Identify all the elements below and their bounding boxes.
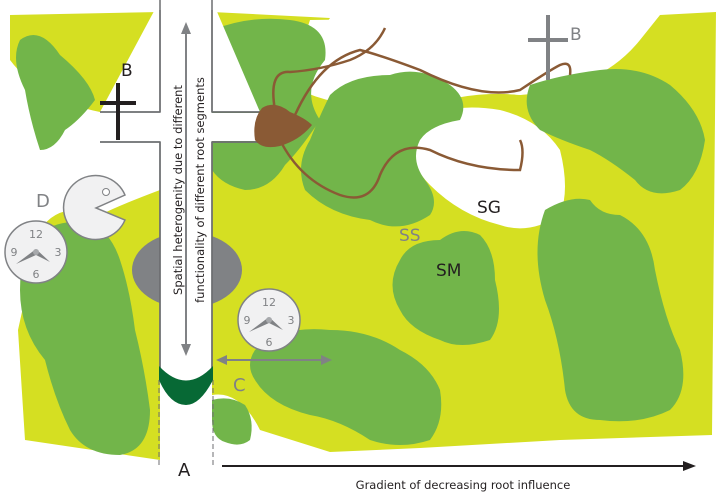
- svg-text:6: 6: [33, 268, 40, 281]
- cross-icon: [100, 83, 136, 140]
- svg-text:3: 3: [55, 246, 62, 259]
- fungal-hyphae: [272, 27, 572, 199]
- green-patch: [212, 18, 326, 190]
- lateral-arrow: [216, 355, 332, 365]
- svg-text:12: 12: [262, 296, 276, 309]
- label-sg: SG: [477, 198, 501, 218]
- green-patch: [301, 71, 464, 227]
- root-axis-label-2: functionality of different root segments: [193, 77, 207, 303]
- root-branch: [100, 113, 260, 141]
- pacman-eye-icon: [102, 188, 110, 196]
- green-patch: [392, 231, 499, 345]
- svg-text:9: 9: [244, 314, 251, 327]
- label-ss: SS: [399, 226, 421, 246]
- green-patch: [16, 35, 95, 150]
- svg-text:9: 9: [11, 246, 18, 259]
- root-axis-label-1: Spatial heterogenity due to different: [171, 85, 185, 295]
- mycorrhizal-fungus: [254, 104, 312, 148]
- green-patch: [20, 222, 150, 455]
- clock-icon: 12 3 6 9: [4, 220, 68, 284]
- green-patch: [526, 69, 705, 194]
- green-patch: [250, 329, 442, 445]
- pacman-icon: [62, 174, 126, 241]
- svg-text:12: 12: [29, 228, 43, 241]
- green-patch: [537, 198, 684, 422]
- label-b-right: B: [570, 25, 582, 45]
- root-cap: [159, 366, 213, 405]
- label-a: A: [178, 460, 191, 481]
- cross-icon: [528, 15, 568, 80]
- label-d: D: [36, 191, 50, 212]
- svg-text:3: 3: [288, 314, 295, 327]
- label-sm: SM: [436, 261, 461, 281]
- root-axis-arrow: [181, 22, 191, 356]
- gradient-label: Gradient of decreasing root influence: [356, 478, 571, 492]
- clock-icon: 12 3 6 9: [237, 288, 301, 352]
- label-b-left: B: [121, 61, 133, 81]
- label-c: C: [233, 375, 246, 396]
- green-patch: [212, 398, 252, 445]
- gradient-arrow: [222, 461, 696, 471]
- svg-text:6: 6: [266, 336, 273, 349]
